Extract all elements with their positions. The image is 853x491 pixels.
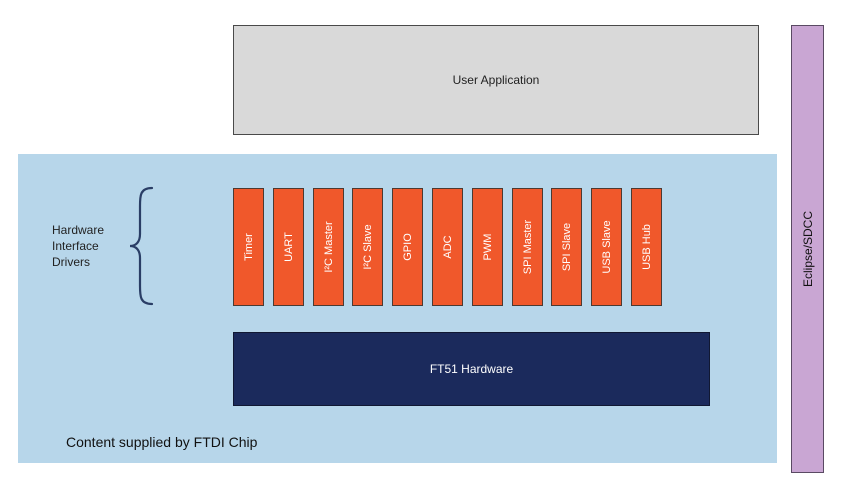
driver-block-usb-hub: USB Hub xyxy=(631,188,662,306)
eclipse-sdcc-label: Eclipse/SDCC xyxy=(800,210,815,288)
hardware-interface-line-2: Interface xyxy=(52,239,99,253)
ft51-hardware-label: FT51 Hardware xyxy=(429,362,514,376)
driver-label: GPIO xyxy=(401,233,414,261)
content-supplied-label: Content supplied by FTDI Chip xyxy=(66,434,258,450)
driver-label: SPI Master xyxy=(521,219,534,275)
driver-block-spi-master: SPI Master xyxy=(512,188,543,306)
user-application-box: User Application xyxy=(233,25,759,135)
driver-label: Timer xyxy=(242,233,255,261)
driver-label: USB Slave xyxy=(600,220,613,274)
user-application-label: User Application xyxy=(452,73,540,87)
hardware-interface-line-3: Drivers xyxy=(52,255,90,269)
driver-block-i2c-slave: I²C Slave xyxy=(352,188,383,306)
eclipse-sdcc-bar: Eclipse/SDCC xyxy=(791,25,824,473)
driver-block-adc: ADC xyxy=(432,188,463,306)
driver-label: I²C Slave xyxy=(361,224,374,270)
hardware-interface-line-1: Hardware xyxy=(52,223,105,237)
hardware-interface-drivers-label: Hardware Interface Drivers xyxy=(52,222,132,270)
driver-label: PWM xyxy=(481,233,494,261)
driver-block-pwm: PWM xyxy=(472,188,503,306)
driver-block-spi-slave: SPI Slave xyxy=(551,188,582,306)
driver-block-usb-slave: USB Slave xyxy=(591,188,622,306)
driver-label: SPI Slave xyxy=(560,222,573,272)
driver-label: ADC xyxy=(441,235,454,259)
ft51-hardware-box: FT51 Hardware xyxy=(233,332,710,406)
curly-brace-icon xyxy=(129,186,154,306)
driver-block-uart: UART xyxy=(273,188,304,306)
driver-label: I²C Master xyxy=(322,221,335,273)
driver-block-timer: Timer xyxy=(233,188,264,306)
driver-block-gpio: GPIO xyxy=(392,188,423,306)
driver-label: UART xyxy=(282,232,295,262)
driver-block-i2c-master: I²C Master xyxy=(313,188,344,306)
driver-label: USB Hub xyxy=(640,224,653,270)
